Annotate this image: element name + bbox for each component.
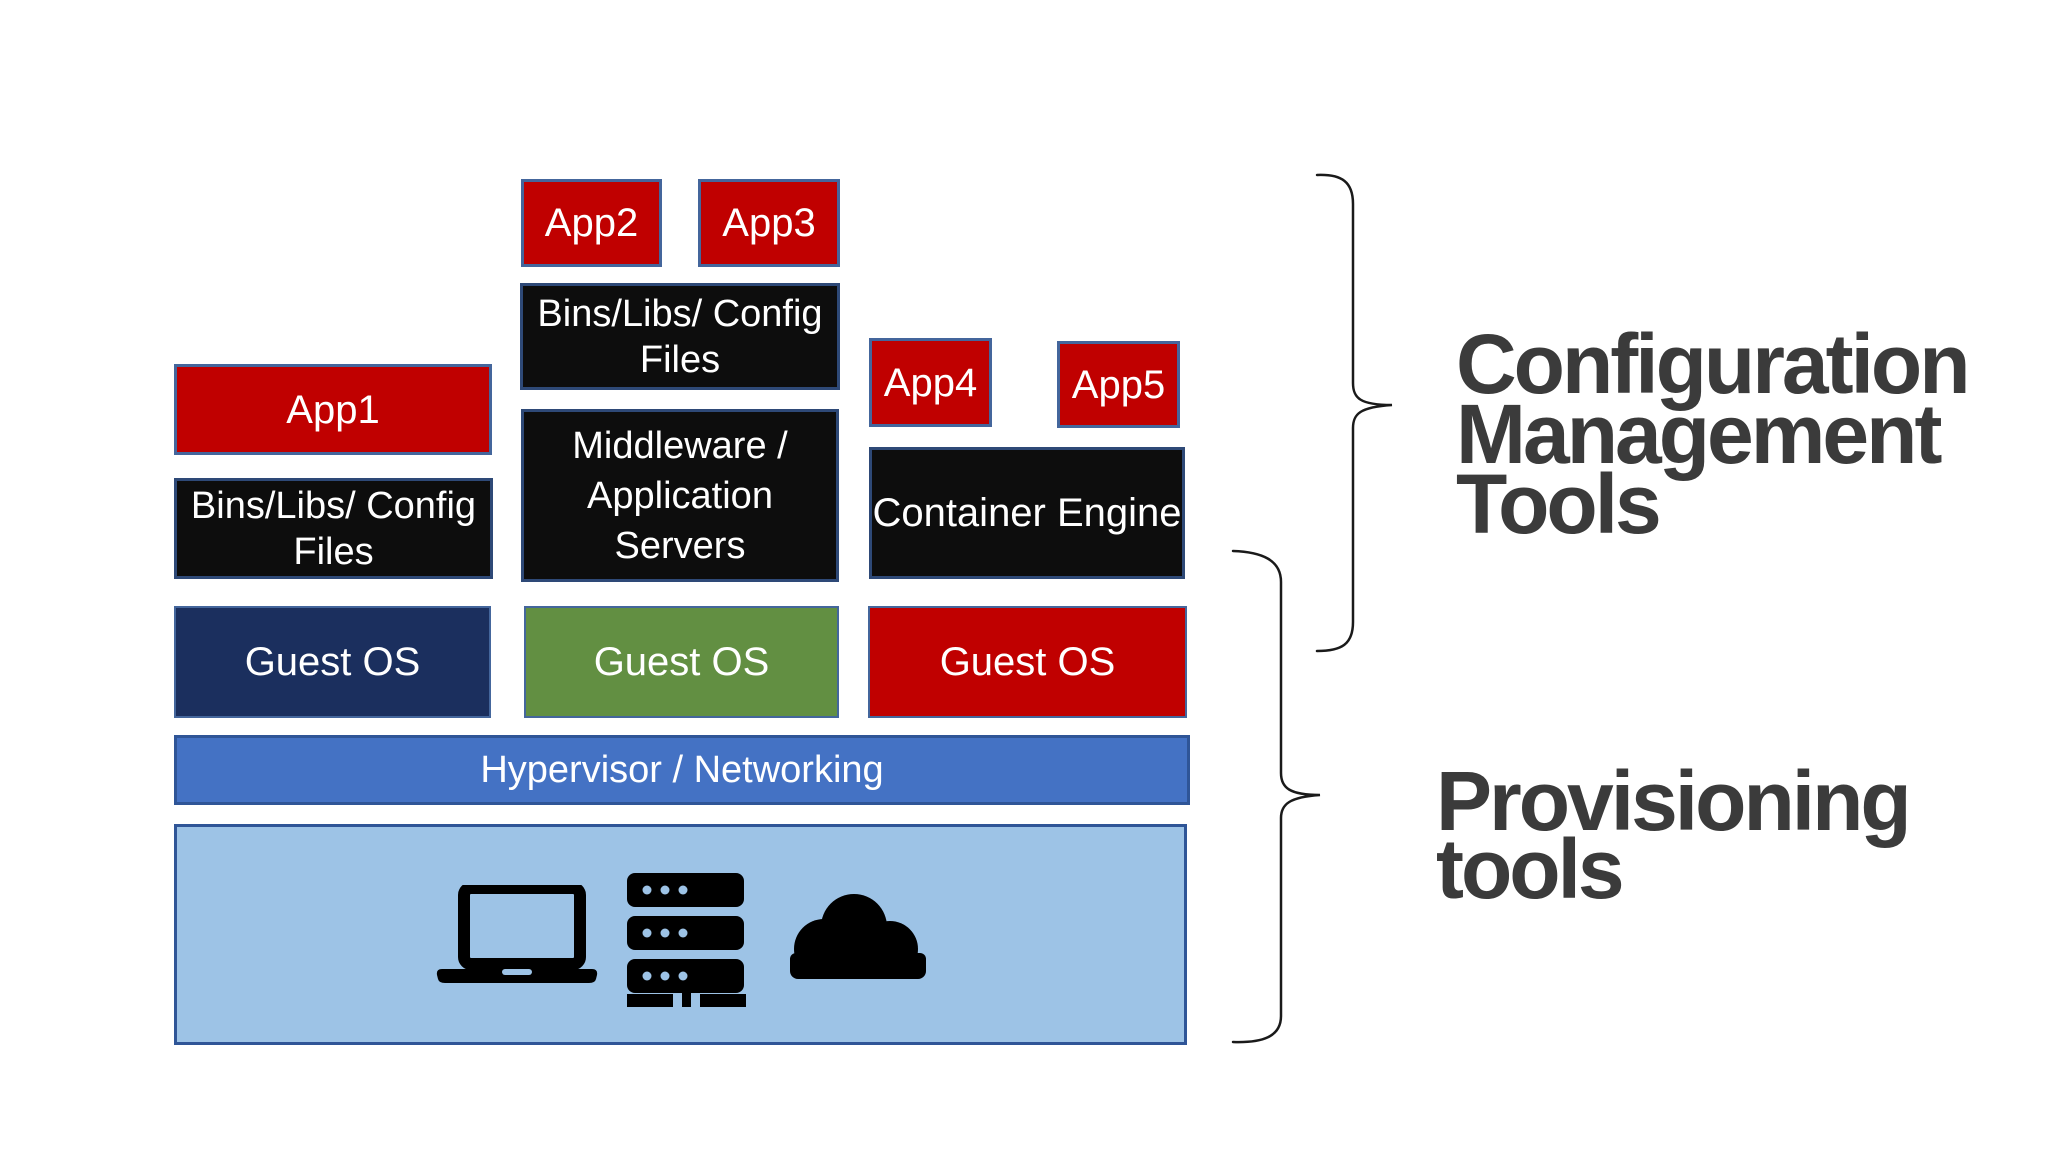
cloud-icon	[790, 894, 926, 979]
infrastructure-box	[174, 824, 1187, 1045]
app1-box: App1	[174, 364, 492, 455]
bins-libs-top-line1: Bins/Libs/ Config	[537, 292, 823, 335]
configuration-management-tools-label: Configuration Management Tools	[1456, 317, 1971, 551]
config-label-line1: Configuration	[1456, 317, 1971, 411]
guest-os-1-label: Guest OS	[244, 640, 421, 684]
guest-os-red-box: Guest OS	[868, 606, 1187, 718]
app3-box: App3	[698, 179, 840, 267]
middleware-application-servers-box: Middleware / Application Servers	[521, 409, 839, 582]
bins-libs-top-line2: Files	[639, 338, 721, 381]
provisioning-brace	[1231, 549, 1321, 1044]
app2-box: App2	[521, 179, 662, 267]
guest-os-2-label: Guest OS	[593, 640, 770, 684]
app5-box: App5	[1057, 341, 1180, 428]
app5-label: App5	[1071, 362, 1166, 407]
middleware-line3: Servers	[614, 524, 746, 567]
provisioning-label-line1: Provisioning	[1436, 754, 1912, 848]
provisioning-label-line2: tools	[1436, 822, 1625, 916]
bins-libs-config-files-left-box: Bins/Libs/ Config Files	[174, 478, 493, 579]
app4-box: App4	[869, 338, 992, 427]
bins-libs-left-line2: Files	[293, 530, 374, 573]
app2-label: App2	[544, 201, 639, 245]
configuration-brace	[1315, 173, 1393, 653]
app3-label: App3	[722, 201, 816, 245]
laptop-icon	[436, 885, 598, 983]
middleware-line2: Application	[587, 474, 773, 517]
container-engine-box: Container Engine	[869, 447, 1185, 579]
middleware-line1: Middleware /	[572, 424, 788, 467]
bins-libs-config-files-top-box: Bins/Libs/ Config Files	[520, 283, 840, 390]
app1-label: App1	[286, 387, 380, 432]
config-label-line2: Management	[1456, 387, 1942, 481]
config-label-line3: Tools	[1456, 457, 1662, 551]
guest-os-3-label: Guest OS	[939, 640, 1116, 684]
bins-libs-left-line1: Bins/Libs/ Config	[190, 484, 477, 527]
container-engine-label: Container Engine	[872, 491, 1182, 535]
app4-label: App4	[883, 360, 978, 405]
provisioning-tools-label: Provisioning tools	[1436, 754, 1912, 916]
hypervisor-networking-bar: Hypervisor / Networking	[174, 735, 1190, 805]
guest-os-navy-box: Guest OS	[174, 606, 491, 718]
server-rack-icon	[627, 873, 746, 1007]
hypervisor-label: Hypervisor / Networking	[480, 749, 884, 791]
guest-os-green-box: Guest OS	[524, 606, 839, 718]
